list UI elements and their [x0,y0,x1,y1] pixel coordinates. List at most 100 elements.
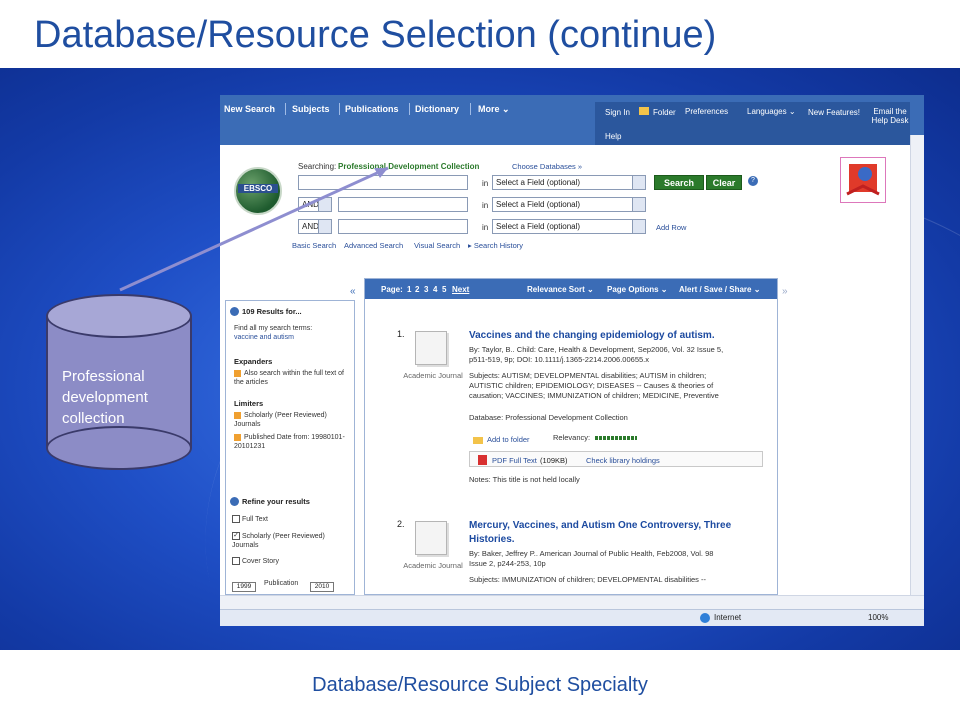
help-icon[interactable]: ? [748,176,758,186]
limiter-item[interactable]: Published Date from: 19980101-20101231 [234,433,345,450]
languages-link[interactable]: Languages ⌄ [747,107,796,116]
checkbox [232,557,240,566]
remove-icon [234,411,241,419]
nav-publications[interactable]: Publications [345,104,399,114]
nav-dictionary[interactable]: Dictionary [415,104,460,114]
clear-button[interactable]: Clear [706,175,742,190]
advanced-search-link[interactable]: Advanced Search [344,241,404,250]
zoom-level[interactable]: 100% [868,613,889,622]
in-label: in [482,201,489,210]
help-link[interactable]: Help [605,132,622,141]
nav-separator [409,103,410,115]
field-select-2[interactable]: Select a Field (optional) [492,197,646,212]
pdf-full-text-link[interactable]: PDF Full Text [492,456,537,465]
expander-item[interactable]: Also search within the full text of the … [234,369,344,386]
slide-footer: Database/Resource Subject Specialty [312,674,648,696]
search-history-link[interactable]: ▸ Search History [468,241,524,250]
visual-search-link[interactable]: Visual Search [414,241,461,250]
basic-search-link[interactable]: Basic Search [292,241,337,250]
nav-separator [285,103,286,115]
browser-status-bar: Internet 100% [220,609,924,626]
add-to-folder-link[interactable]: Add to folder [487,435,530,444]
result-type: Academic Journal [403,561,463,570]
folder-link[interactable]: Folder [653,108,676,117]
nav-new-search[interactable]: New Search [224,104,276,114]
utility-bar: Sign In Folder Preferences Languages ⌄ N… [595,102,910,145]
limiter-item[interactable]: Scholarly (Peer Reviewed) Journals [234,411,327,428]
result-title-link[interactable]: Vaccines and the changing epidemiology o… [469,330,715,341]
relevance-sort-menu[interactable]: Relevance Sort ⌄ [527,285,594,294]
bool-select-3[interactable]: AND [298,219,332,234]
search-input-3[interactable] [338,219,468,234]
full-text-bar: PDF Full Text (109KB) Check library hold… [469,451,763,467]
result-number: 2. [397,519,405,529]
email-help-desk-link[interactable]: Email the Help Desk [871,107,909,125]
page-options-menu[interactable]: Page Options ⌄ [607,285,668,294]
top-navigation-bar: New Search Subjects Publications Diction… [220,95,924,145]
relevancy-label: Relevancy: [553,433,591,442]
zone-label: Internet [714,613,742,622]
field-select-1[interactable]: Select a Field (optional) [492,175,646,190]
field-select-3[interactable]: Select a Field (optional) [492,219,646,234]
search-button[interactable]: Search [654,175,704,190]
result-title-link[interactable]: Mercury, Vaccines, and Autism One Contro… [469,520,732,531]
checkbox-checked: ✓ [232,532,240,541]
new-features-link[interactable]: New Features! [808,108,861,117]
nav-subjects[interactable]: Subjects [292,104,330,114]
checkbox [232,515,240,524]
horizontal-scrollbar[interactable] [220,595,924,609]
journal-icon [415,331,447,365]
result-title-link-2[interactable]: Histories. [469,534,515,545]
check-holdings-link[interactable]: Check library holdings [586,456,660,465]
choose-databases-link[interactable]: Choose Databases » [512,162,583,171]
folder-icon [473,437,483,444]
results-toolbar: Page: 1 2 3 4 5 Next Relevance Sort ⌄ Pa… [365,279,777,299]
year-to-input[interactable]: 2010 [310,582,334,592]
in-label: in [482,179,489,188]
add-row-link[interactable]: Add Row [656,223,687,232]
result-citation-2: p511-519, 9p; DOI: 10.1111/j.1365-2214.2… [469,355,649,364]
results-panel: Page: 1 2 3 4 5 Next Relevance Sort ⌄ Pa… [364,278,778,595]
search-input-2[interactable] [338,197,468,212]
next-page-link[interactable]: Next [452,285,470,294]
refine-full-text[interactable]: Full Text [232,515,268,524]
sign-in-link[interactable]: Sign In [605,108,630,117]
result-subjects-2: AUTISTIC children; EPIDEMIOLOGY; DISEASE… [469,381,714,390]
result-database: Database: Professional Development Colle… [469,413,628,422]
search-area: EBSCO Searching: Professional Developmen… [220,145,910,280]
page-link-1[interactable]: 1 [407,285,412,294]
remove-icon [234,369,241,377]
page-link-2[interactable]: 2 [415,285,420,294]
folder-icon [639,107,649,115]
page-link-5[interactable]: 5 [442,285,447,294]
page-link-3[interactable]: 3 [424,285,429,294]
nav-separator [339,103,340,115]
year-from-input[interactable]: 1999 [232,582,256,592]
collapse-icon[interactable] [230,307,239,317]
search-terms[interactable]: vaccine and autism [234,334,294,341]
callout-line-3: collection [62,410,125,427]
database-cylinder-callout: Professional development collection [46,294,192,470]
nav-more[interactable]: More ⌄ [478,104,510,114]
bool-select-2[interactable]: AND [298,197,332,212]
result-citation: By: Taylor, B.. Child: Care, Health & De… [469,345,724,354]
refine-cover-story[interactable]: Cover Story [232,557,279,566]
library-logo-icon [840,157,886,203]
refine-scholarly[interactable]: ✓Scholarly (Peer Reviewed) Journals [232,532,325,549]
alert-save-share-menu[interactable]: Alert / Save / Share ⌄ [679,285,761,294]
browser-window: New Search Subjects Publications Diction… [220,95,924,626]
find-terms-label: Find all my search terms: [234,325,313,332]
page-link-4[interactable]: 4 [433,285,438,294]
expanders-heading: Expanders [234,357,273,366]
search-input-1[interactable] [298,175,468,190]
preferences-link[interactable]: Preferences [685,107,729,116]
nav-separator [470,103,471,115]
limiters-heading: Limiters [234,399,264,408]
globe-icon [700,613,710,623]
vertical-scrollbar[interactable] [910,135,924,595]
result-citation: By: Baker, Jeffrey P.. American Journal … [469,549,714,558]
expand-right-icon[interactable]: » [782,286,788,297]
collapse-left-icon[interactable]: « [350,286,356,297]
journal-icon [415,521,447,555]
collapse-icon[interactable] [230,497,239,507]
